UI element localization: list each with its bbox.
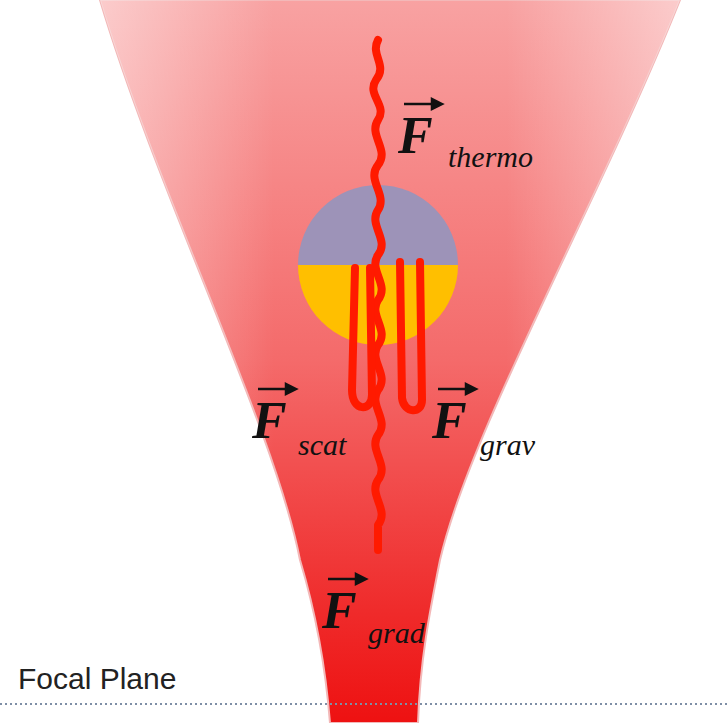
force-subscript: grad [368,618,425,648]
beam-edge-glow [100,0,680,723]
scribble-loop [400,262,422,410]
force-subscript: thermo [448,142,533,172]
vector-arrow-head [356,574,366,584]
force-symbol: F [398,110,433,162]
force-subscript: grav [480,430,535,460]
force-symbol: F [322,585,357,637]
vector-arrow-head [286,384,296,394]
scribble-line [373,40,381,550]
force-symbol: F [252,395,287,447]
laser-beam [100,0,680,723]
focal-plane-line [0,703,727,705]
scribble-loop [352,268,372,407]
force-symbol: F [432,395,467,447]
vector-arrow-head [432,99,442,109]
force-subscript: scat [298,430,346,460]
vector-arrow-head [466,384,476,394]
plane-label: Focal Plane [18,664,176,694]
